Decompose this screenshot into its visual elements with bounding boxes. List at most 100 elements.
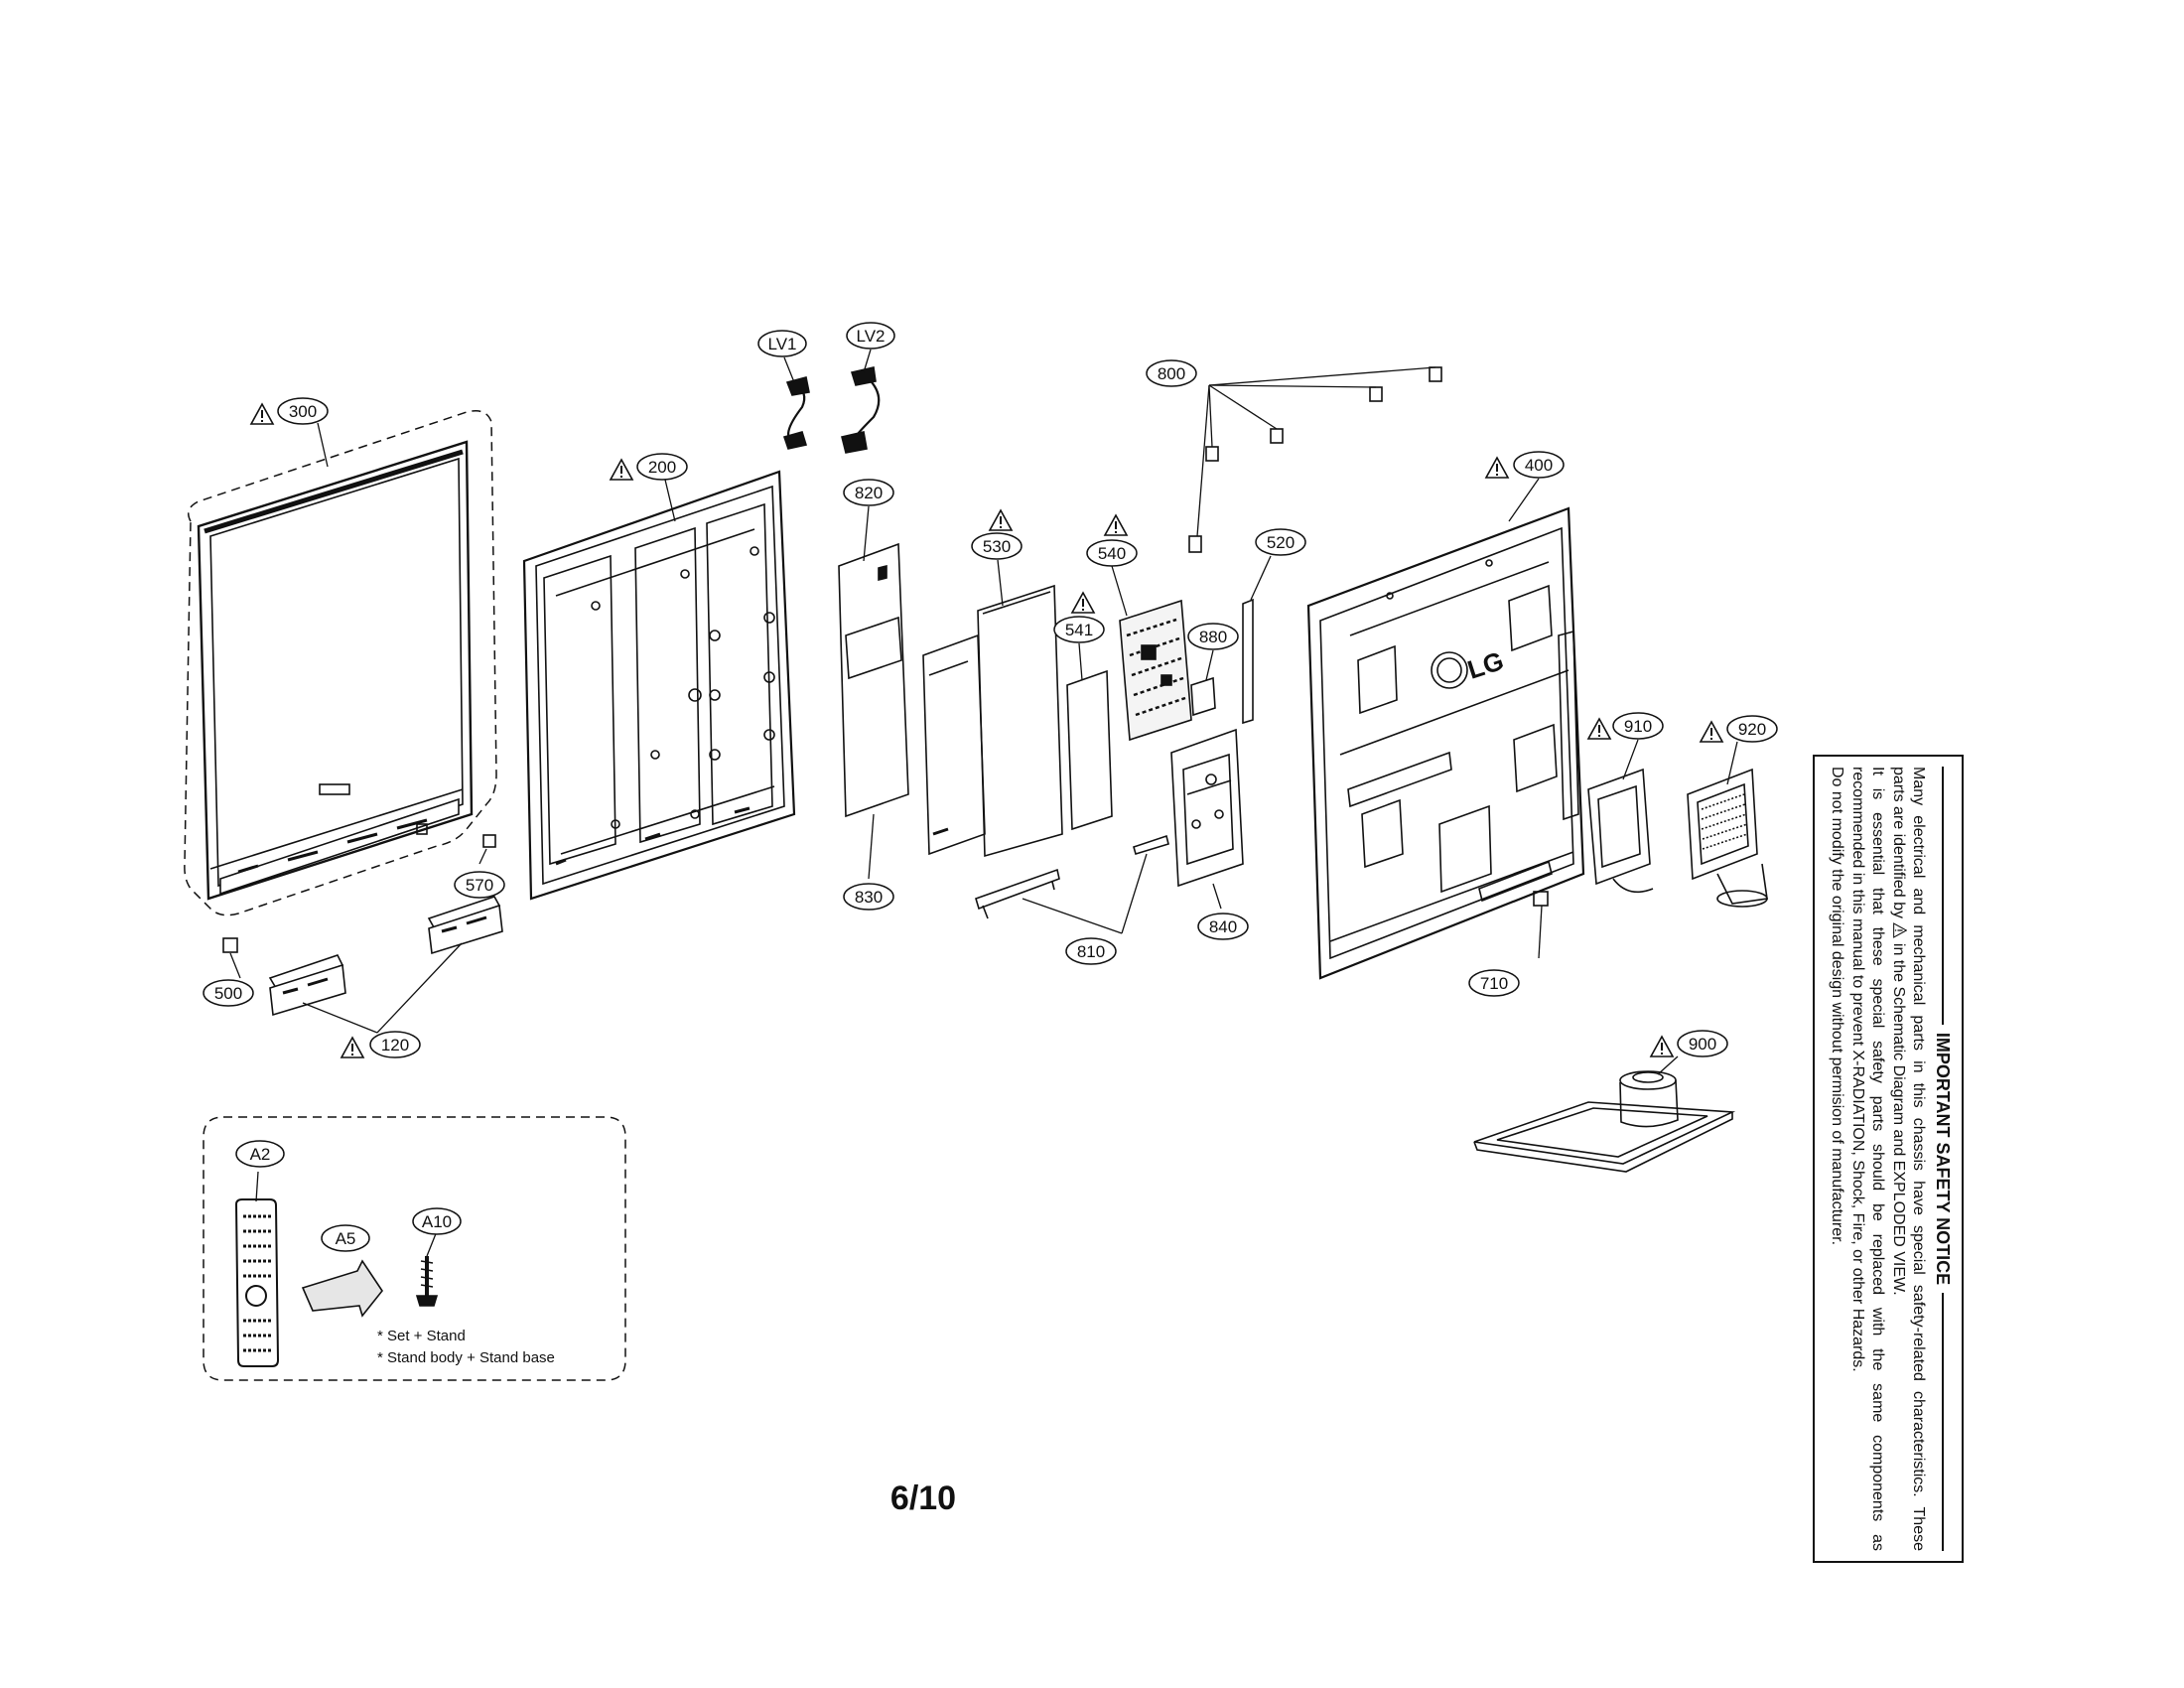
warning-icon bbox=[1650, 1036, 1674, 1057]
warning-icon bbox=[341, 1037, 364, 1058]
stand-bracket-part-910 bbox=[1587, 768, 1654, 894]
svg-text:880: 880 bbox=[1199, 628, 1227, 646]
main-board-part-540 bbox=[1119, 599, 1192, 742]
front-cabinet-part-300 bbox=[184, 410, 497, 916]
callout-LV2: LV2 bbox=[846, 322, 895, 350]
accessories-box bbox=[203, 1116, 626, 1381]
svg-text:540: 540 bbox=[1098, 544, 1126, 563]
main-bracket-part-840 bbox=[1170, 728, 1244, 888]
page-number: 6/10 bbox=[889, 1479, 957, 1517]
callout-120: 120 bbox=[369, 1031, 421, 1058]
callout-880: 880 bbox=[1187, 623, 1239, 650]
control-board-part-120 bbox=[268, 896, 503, 1017]
svg-text:A2: A2 bbox=[250, 1145, 271, 1164]
lvds-cable-lv1 bbox=[782, 376, 810, 450]
svg-text:800: 800 bbox=[1158, 364, 1185, 383]
callout-LV1: LV1 bbox=[757, 330, 807, 357]
callout-920: 920 bbox=[1726, 715, 1778, 743]
callout-830: 830 bbox=[843, 883, 894, 911]
safety-notice-title: IMPORTANT SAFETY NOTICE bbox=[1933, 767, 1953, 1551]
safety-notice-line: It is essential that these special safet… bbox=[1869, 767, 1887, 1551]
note-set-stand: * Set + Stand bbox=[377, 1328, 466, 1344]
callout-540: 540 bbox=[1086, 539, 1138, 567]
power-board-part-530 bbox=[977, 584, 1063, 858]
callout-910: 910 bbox=[1612, 712, 1664, 740]
warning-icon bbox=[1700, 721, 1723, 743]
note-stand-body-base: * Stand body + Stand base bbox=[377, 1349, 555, 1366]
callout-A2: A2 bbox=[235, 1140, 285, 1168]
part-570-clip bbox=[482, 834, 496, 848]
stand-base-part-900 bbox=[1473, 1070, 1736, 1173]
svg-text:530: 530 bbox=[983, 537, 1011, 556]
callout-800: 800 bbox=[1146, 359, 1197, 387]
insulator-sheet-part-820 bbox=[838, 542, 909, 818]
bracket-part-880 bbox=[1190, 676, 1216, 717]
callout-820: 820 bbox=[843, 479, 894, 506]
svg-text:200: 200 bbox=[648, 458, 676, 477]
svg-text:120: 120 bbox=[381, 1036, 409, 1055]
stand-body-part-920 bbox=[1687, 768, 1768, 908]
svg-text:500: 500 bbox=[214, 984, 242, 1003]
panel-module-part-200 bbox=[522, 470, 796, 901]
screw-part-A10 bbox=[415, 1256, 439, 1307]
safety-notice-line: Many electrical and mechanical parts in … bbox=[1910, 767, 1928, 1551]
safety-warning-icons bbox=[250, 403, 1723, 1058]
warning-icon bbox=[1071, 592, 1095, 614]
svg-text:LV2: LV2 bbox=[857, 327, 886, 346]
warning-icon bbox=[989, 509, 1013, 531]
svg-text:810: 810 bbox=[1077, 942, 1105, 961]
safety-notice-line: Do not modify the original design withou… bbox=[1829, 767, 1846, 1246]
part-500-clip bbox=[222, 937, 238, 953]
warning-icon bbox=[1485, 457, 1509, 479]
callout-300: 300 bbox=[277, 397, 329, 425]
svg-text:920: 920 bbox=[1738, 720, 1766, 739]
svg-text:400: 400 bbox=[1525, 456, 1553, 475]
svg-text:910: 910 bbox=[1624, 717, 1652, 736]
warning-icon bbox=[1104, 514, 1128, 536]
leader-lines bbox=[229, 349, 1738, 1257]
speaker-bracket-part-520 bbox=[1242, 598, 1254, 725]
safety-notice-box: IMPORTANT SAFETY NOTICE Many electrical … bbox=[1813, 755, 1964, 1563]
bracket-part-810 bbox=[975, 834, 1169, 919]
lg-logo: LG bbox=[1464, 645, 1508, 685]
callout-541: 541 bbox=[1053, 616, 1105, 643]
svg-text:300: 300 bbox=[289, 402, 317, 421]
safety-notice-line: parts are identified by in the Schematic… bbox=[1890, 767, 1907, 1296]
callout-520: 520 bbox=[1255, 528, 1306, 556]
svg-text:A10: A10 bbox=[422, 1212, 452, 1231]
warning-icon bbox=[610, 459, 633, 481]
callout-840: 840 bbox=[1197, 913, 1249, 940]
svg-text:840: 840 bbox=[1209, 917, 1237, 936]
callout-200: 200 bbox=[636, 453, 688, 481]
callout-810: 810 bbox=[1065, 937, 1117, 965]
svg-text:900: 900 bbox=[1689, 1035, 1716, 1054]
callout-500: 500 bbox=[203, 979, 254, 1007]
back-cover-part-400 bbox=[1306, 506, 1585, 980]
svg-text:820: 820 bbox=[855, 484, 883, 502]
callout-400: 400 bbox=[1513, 451, 1565, 479]
callout-A10: A10 bbox=[412, 1207, 462, 1235]
svg-text:520: 520 bbox=[1267, 533, 1295, 552]
warning-icon bbox=[1893, 922, 1907, 939]
part-710 bbox=[1533, 891, 1549, 907]
svg-text:A5: A5 bbox=[336, 1229, 356, 1248]
callout-710: 710 bbox=[1468, 969, 1520, 997]
insulator-part-541 bbox=[1066, 669, 1113, 831]
callout-530: 530 bbox=[971, 532, 1023, 560]
svg-text:LV1: LV1 bbox=[768, 335, 797, 353]
warning-icon bbox=[250, 403, 274, 425]
callout-900: 900 bbox=[1677, 1030, 1728, 1057]
callout-A5: A5 bbox=[321, 1224, 370, 1252]
svg-text:541: 541 bbox=[1065, 621, 1093, 639]
svg-text:710: 710 bbox=[1480, 974, 1508, 993]
warning-icon bbox=[1587, 718, 1611, 740]
svg-text:570: 570 bbox=[466, 876, 493, 895]
remote-control-part-A2 bbox=[234, 1198, 280, 1367]
safety-notice-line: recommended in this manual to prevent X-… bbox=[1849, 767, 1866, 1372]
callout-570: 570 bbox=[454, 871, 505, 899]
lvds-cable-lv2 bbox=[841, 366, 881, 454]
wire-harness-part-800 bbox=[1188, 366, 1442, 553]
manual-part-A5 bbox=[301, 1259, 383, 1318]
insulator-part-830 bbox=[922, 633, 986, 856]
